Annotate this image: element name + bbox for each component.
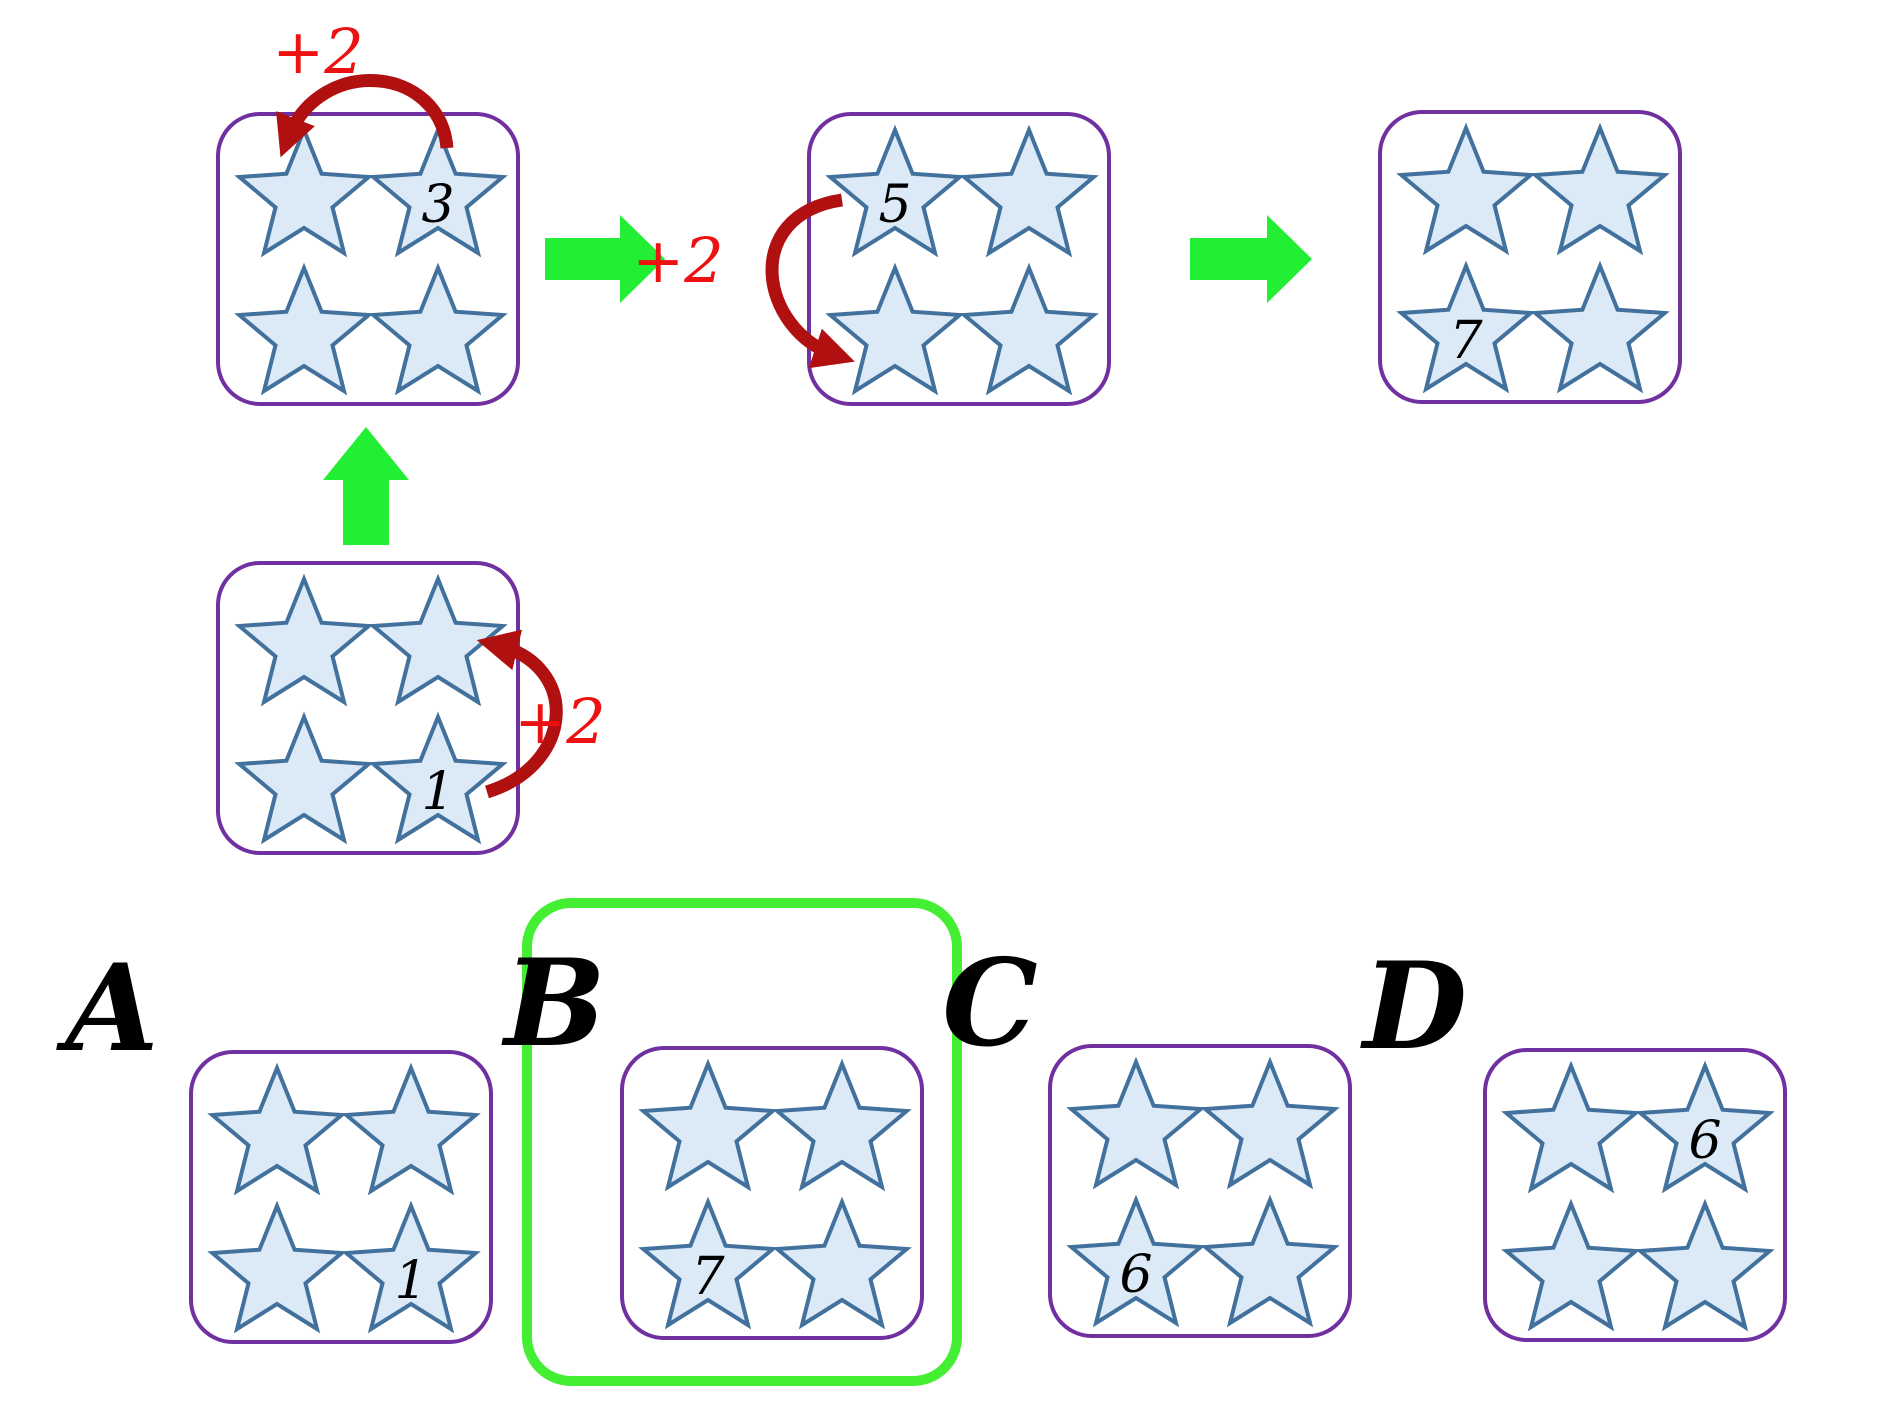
option-letter-d: D: [1360, 936, 1467, 1077]
star-icon: [1200, 1056, 1340, 1190]
star-icon: [1501, 1060, 1641, 1194]
star-icon: [207, 1062, 347, 1196]
panel-frame: [807, 112, 1111, 406]
star-icon: [772, 1196, 912, 1330]
step-label-2: +2: [272, 15, 363, 88]
answer-highlight-box: [522, 898, 962, 1386]
star-icon: [638, 1058, 778, 1192]
star-number: 3: [421, 175, 454, 235]
sequence-panel-step2: 3: [216, 112, 520, 406]
block-arrow-icon-right: [1190, 215, 1312, 303]
star-icon: [1530, 122, 1670, 256]
block-arrow-icon-up: [323, 427, 409, 545]
star-icon: [341, 1200, 481, 1334]
panel-frame: [1483, 1048, 1787, 1342]
star-icon: [368, 573, 508, 707]
star-icon: [772, 1058, 912, 1192]
star-icon: [1635, 1198, 1775, 1332]
star-number: 6: [1688, 1111, 1721, 1171]
sequence-panel-step3: 5: [807, 112, 1111, 406]
option-panel-c[interactable]: 6: [1048, 1044, 1352, 1338]
panel-frame: [216, 112, 520, 406]
step-label-1: +2: [514, 685, 605, 758]
panel-frame: [216, 561, 520, 855]
star-number: 5: [878, 175, 911, 235]
star-icon: [1635, 1060, 1775, 1194]
option-panel-a[interactable]: 1: [189, 1050, 493, 1344]
sequence-panel-step4: 7: [1378, 110, 1682, 404]
star-icon: [1396, 122, 1536, 256]
star-icon: [1501, 1198, 1641, 1332]
panel-frame: [1048, 1044, 1352, 1338]
curved-arrow-icon-step1: [476, 629, 563, 799]
star-icon: [1530, 260, 1670, 394]
star-number: 1: [421, 762, 454, 822]
option-letter-c: C: [942, 933, 1038, 1074]
option-panel-b[interactable]: 7: [620, 1046, 924, 1340]
star-number: 7: [691, 1247, 725, 1307]
option-panel-d[interactable]: 6: [1483, 1048, 1787, 1342]
star-icon: [368, 711, 508, 845]
star-icon: [207, 1200, 347, 1334]
star-icon: [638, 1196, 778, 1330]
curved-arrow-icon-step3: [765, 193, 855, 369]
panel-frame: [620, 1046, 924, 1340]
star-icon: [1066, 1194, 1206, 1328]
star-icon: [825, 262, 965, 396]
block-arrow-icon-right: [545, 215, 665, 303]
star-icon: [959, 262, 1099, 396]
star-number: 1: [394, 1251, 427, 1311]
star-icon: [1396, 260, 1536, 394]
star-icon: [234, 711, 374, 845]
star-icon: [234, 573, 374, 707]
curved-arrow-icon-step2: [276, 74, 454, 158]
star-icon: [234, 124, 374, 258]
star-icon: [1066, 1056, 1206, 1190]
star-icon: [234, 262, 374, 396]
star-icon: [825, 124, 965, 258]
star-icon: [368, 262, 508, 396]
star-number: 7: [1449, 311, 1483, 371]
star-icon: [1200, 1194, 1340, 1328]
panel-frame: [1378, 110, 1682, 404]
star-number: 6: [1119, 1245, 1152, 1305]
sequence-panel-step1: 1: [216, 561, 520, 855]
star-icon: [959, 124, 1099, 258]
step-label-3: +2: [632, 224, 723, 297]
option-letter-b: B: [501, 933, 605, 1074]
star-icon: [341, 1062, 481, 1196]
panel-frame: [189, 1050, 493, 1344]
option-letter-a: A: [55, 938, 158, 1079]
star-icon: [368, 124, 508, 258]
